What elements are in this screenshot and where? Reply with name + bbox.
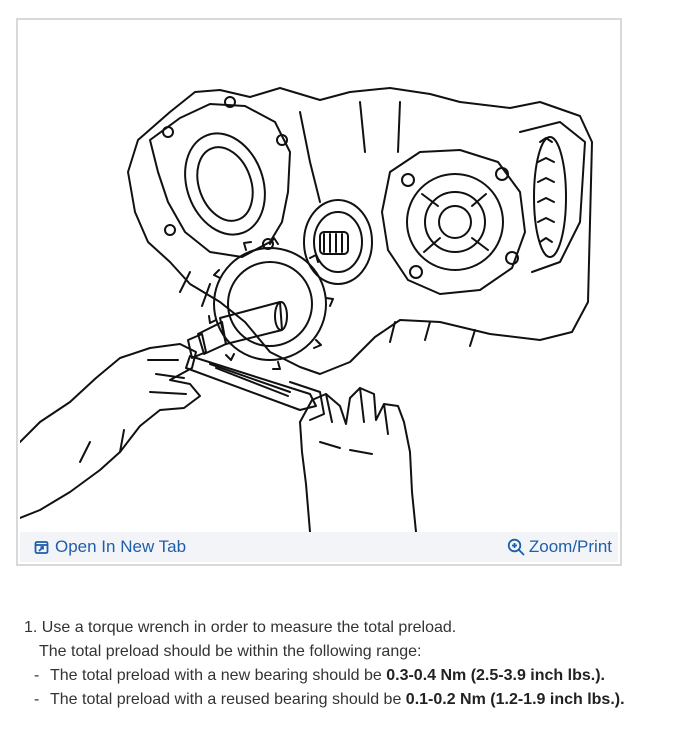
preload-value: 0.3-0.4 Nm (2.5-3.9 inch lbs.). xyxy=(386,667,605,684)
preload-reused-bearing: -The total preload with a reused bearing… xyxy=(24,688,694,712)
step-1: 1. Use a torque wrench in order to measu… xyxy=(24,616,694,640)
open-in-new-tab-link[interactable]: Open In New Tab xyxy=(34,537,186,557)
step-text: Use a torque wrench in order to measure … xyxy=(41,619,457,636)
zoom-print-link[interactable]: Zoom/Print xyxy=(507,537,612,557)
figure-container: Open In New Tab Zoom/Print xyxy=(16,18,622,566)
procedure-steps: 1. Use a torque wrench in order to measu… xyxy=(24,616,694,712)
step-number: 1. xyxy=(24,619,38,636)
zoom-print-label: Zoom/Print xyxy=(528,537,612,556)
bullet-text: The total preload with a new bearing sho… xyxy=(50,667,387,684)
open-in-new-tab-icon xyxy=(34,540,49,554)
step-1-continuation: The total preload should be within the f… xyxy=(39,643,422,660)
transfer-case-illustration[interactable] xyxy=(20,22,618,532)
preload-new-bearing: -The total preload with a new bearing sh… xyxy=(24,664,694,688)
bullet-dash: - xyxy=(34,667,40,684)
open-in-new-tab-label: Open In New Tab xyxy=(55,537,187,556)
zoom-in-icon xyxy=(507,538,525,556)
bullet-text: The total preload with a reused bearing … xyxy=(50,691,406,708)
preload-value: 0.1-0.2 Nm (1.2-1.9 inch lbs.). xyxy=(405,691,625,708)
bullet-dash: - xyxy=(34,691,40,708)
figure-toolbar: Open In New Tab Zoom/Print xyxy=(20,532,618,562)
